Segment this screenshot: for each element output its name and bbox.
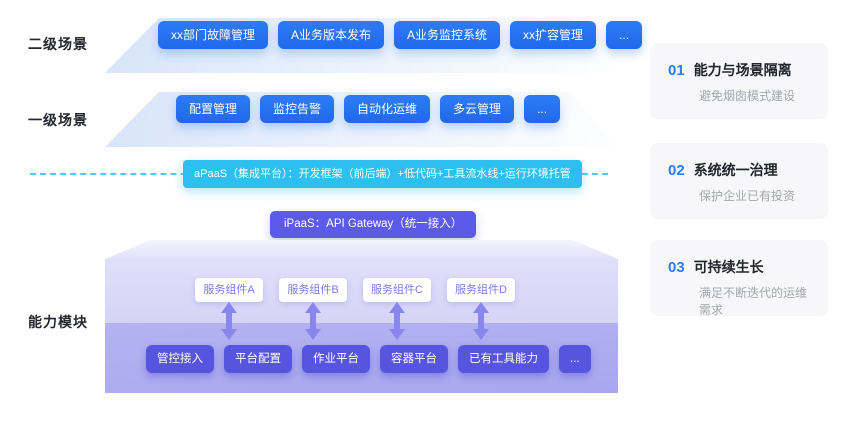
benefit-card: 03 可持续生长 满足不断迭代的运维需求 <box>650 240 828 317</box>
benefit-title: 能力与场景隔离 <box>693 62 792 78</box>
benefit-number: 02 <box>668 162 685 179</box>
scenario-chip: A业务监控系统 <box>394 21 501 49</box>
updown-arrow-icon <box>473 302 489 340</box>
benefit-card: 01 能力与场景隔离 避免烟囱模式建设 <box>650 43 828 119</box>
capability-box-top-face <box>105 240 618 259</box>
ipaas-gateway-bar: iPaaS：API Gateway（统一接入） <box>270 211 477 238</box>
label-capability-module: 能力模块 <box>28 314 88 330</box>
scenario-chip-ellipsis: ... <box>524 95 561 123</box>
label-primary-scenario: 一级场景 <box>28 112 88 128</box>
platform-chip: 管控接入 <box>146 345 214 373</box>
service-component-card: 服务组件A <box>195 278 263 302</box>
service-component-card: 服务组件D <box>447 278 515 302</box>
platform-chip: 作业平台 <box>302 345 370 373</box>
scenario-chip: 监控告警 <box>260 95 335 123</box>
benefit-subtitle: 保护企业已有投资 <box>699 189 796 203</box>
scenario-chip: xx部门故障管理 <box>158 21 269 49</box>
benefit-card: 02 系统统一治理 保护企业已有投资 <box>650 143 828 219</box>
benefit-number: 03 <box>668 259 685 276</box>
scenario-chip: A业务版本发布 <box>278 21 385 49</box>
benefit-number: 01 <box>668 62 685 79</box>
benefit-card-head: 03 可持续生长 <box>668 257 810 277</box>
service-component-card: 服务组件C <box>363 278 431 302</box>
updown-arrow-icon <box>305 302 321 340</box>
benefit-title: 系统统一治理 <box>693 162 778 178</box>
label-secondary-scenario: 二级场景 <box>28 36 88 52</box>
platform-chip-ellipsis: ... <box>559 345 591 373</box>
platform-chip: 已有工具能力 <box>458 345 549 373</box>
platform-row: 管控接入 平台配置 作业平台 容器平台 已有工具能力 ... <box>146 345 591 373</box>
capability-box-front-face <box>105 259 618 323</box>
scenario-chip: xx扩容管理 <box>510 21 597 49</box>
scenario-l2-row: xx部门故障管理 A业务版本发布 A业务监控系统 xx扩容管理 ... <box>158 21 643 49</box>
updown-arrow-icon <box>389 302 405 340</box>
service-component-card: 服务组件B <box>279 278 347 302</box>
scenario-chip-ellipsis: ... <box>606 21 643 49</box>
platform-chip: 平台配置 <box>224 345 292 373</box>
scenario-chip: 多云管理 <box>440 95 515 123</box>
updown-arrow-icon <box>221 302 237 340</box>
scenario-l1-row: 配置管理 监控告警 自动化运维 多云管理 ... <box>176 95 561 123</box>
scenario-chip: 配置管理 <box>176 95 251 123</box>
benefit-card-head: 01 能力与场景隔离 <box>668 60 810 80</box>
platform-chip: 容器平台 <box>380 345 448 373</box>
benefit-card-head: 02 系统统一治理 <box>668 160 810 180</box>
benefit-title: 可持续生长 <box>693 259 764 275</box>
scenario-chip: 自动化运维 <box>344 95 431 123</box>
benefit-subtitle: 避免烟囱模式建设 <box>699 89 796 103</box>
apaas-banner: aPaaS（集成平台）：开发框架（前后端）+低代码+工具流水线+运行环境托管 <box>183 160 582 188</box>
benefit-subtitle: 满足不断迭代的运维需求 <box>699 286 808 317</box>
